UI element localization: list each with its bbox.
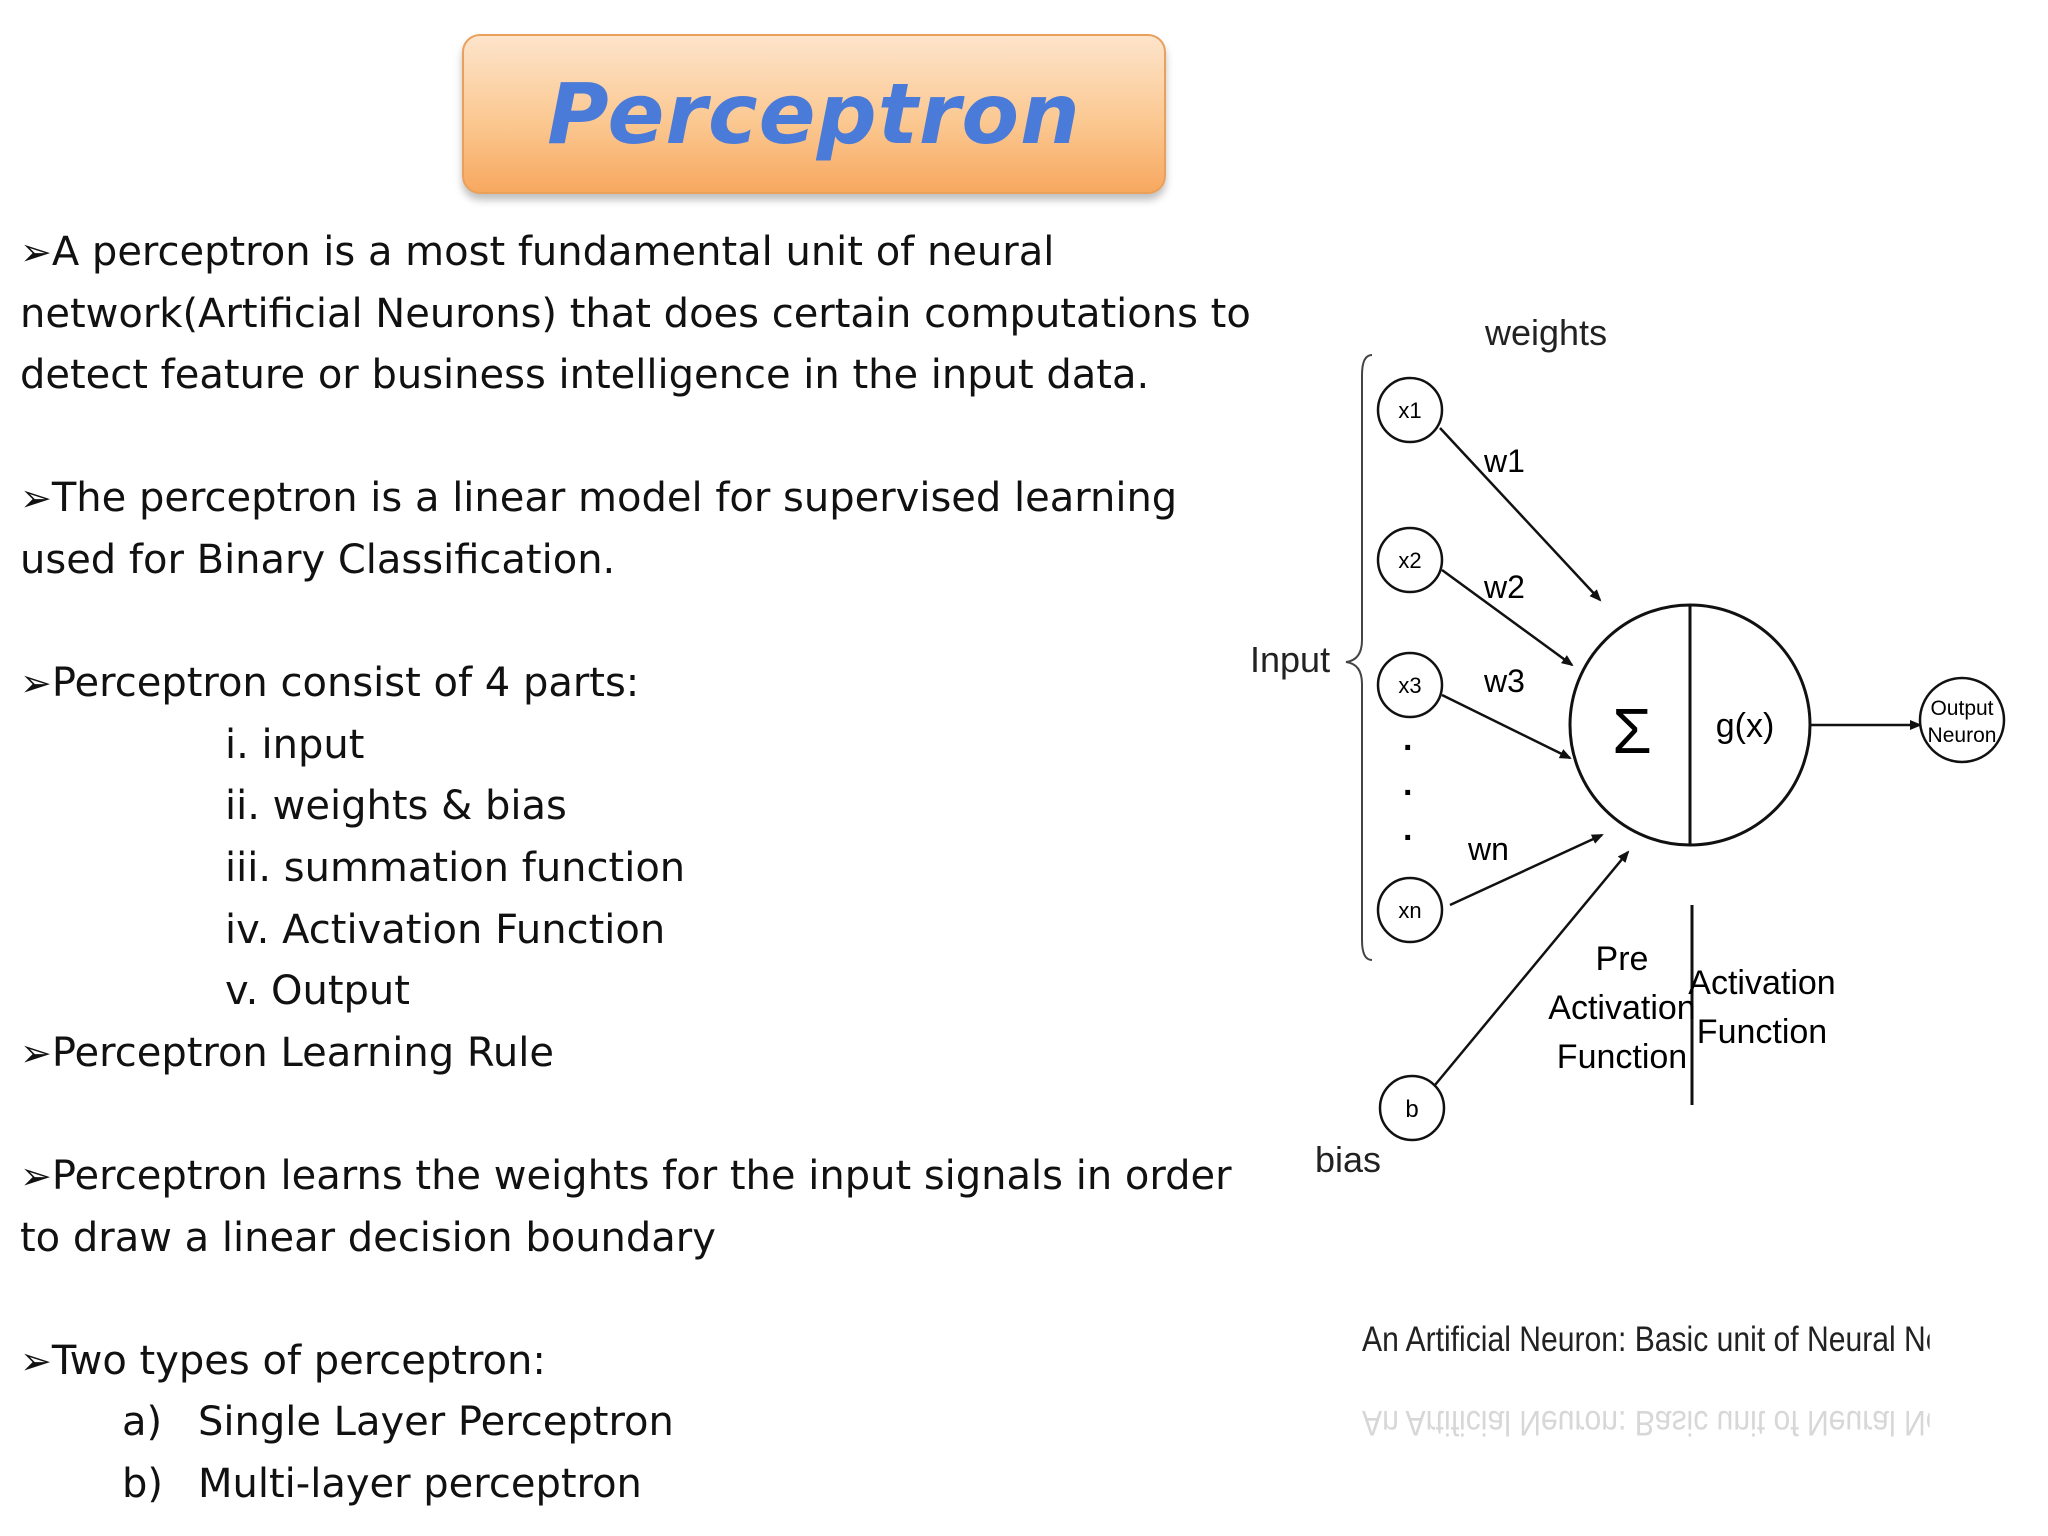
ellipsis-dot: .	[1403, 765, 1412, 803]
input-brace	[1345, 354, 1373, 961]
caption-reflection: An Artificial Neuron: Basic unit of Neur…	[1362, 1403, 1930, 1442]
bullet-3: ➢Perceptron consist of 4 parts:	[20, 660, 640, 707]
sigma-icon: Σ	[1612, 695, 1652, 767]
input-node: x1	[1376, 376, 1444, 444]
ellipsis-dot: .	[1403, 810, 1412, 848]
svg-text:Activation: Activation	[1548, 989, 1695, 1027]
input-node: x2	[1376, 526, 1444, 594]
input-label: Input	[1250, 639, 1330, 680]
weights-label: weights	[1484, 312, 1607, 353]
svg-text:Function: Function	[1697, 1013, 1827, 1051]
weight-arrow	[1441, 693, 1572, 760]
bullet-5: ➢Perceptron learns the weights for the i…	[20, 1152, 1232, 1261]
perceptron-diagram: weights Input bias x1 x2 x3 xn . . . b w…	[1250, 312, 2006, 1180]
arrow-bullet-icon: ➢	[20, 661, 52, 706]
part-item: ii. weights & bias	[225, 783, 567, 830]
diagram-caption: An Artificial Neuron: Basic unit of Neur…	[1362, 1320, 1930, 1359]
svg-text:Neuron: Neuron	[1928, 724, 1997, 747]
bullet-4: ➢Perceptron Learning Rule	[20, 1029, 554, 1076]
activation-label: Activation Function	[1688, 964, 1835, 1051]
weight-arrow	[1439, 427, 1602, 602]
svg-text:Activation: Activation	[1688, 964, 1835, 1002]
input-node: x3	[1376, 651, 1444, 719]
input-node: xn	[1376, 876, 1444, 944]
arrow-bullet-icon: ➢	[20, 476, 52, 521]
svg-text:xn: xn	[1398, 898, 1421, 923]
neuron-node: Σ g(x)	[1568, 603, 1812, 847]
type-item: b)Multi-layer perceptron	[122, 1460, 642, 1507]
arrow-bullet-icon: ➢	[20, 230, 52, 274]
part-item: v. Output	[225, 968, 410, 1015]
arrow-bullet-icon: ➢	[20, 1338, 52, 1383]
bias-node: b	[1378, 1074, 1446, 1142]
page-title: Perceptron	[547, 65, 1081, 163]
svg-text:Function: Function	[1557, 1038, 1687, 1076]
part-item: iii. summation function	[225, 844, 686, 891]
arrow-bullet-icon: ➢	[20, 1153, 52, 1198]
output-neuron: Output Neuron	[1918, 676, 2006, 764]
part-item: iv. Activation Function	[225, 906, 666, 953]
svg-text:Output: Output	[1930, 697, 1993, 720]
part-item: i. input	[225, 721, 365, 768]
svg-text:x2: x2	[1398, 548, 1421, 573]
bullet-2: ➢The perceptron is a linear model for su…	[20, 475, 1178, 583]
weight-label: wn	[1467, 831, 1509, 867]
svg-text:x1: x1	[1398, 398, 1421, 423]
weight-label: w1	[1483, 443, 1525, 479]
weight-arrow	[1449, 833, 1604, 907]
weight-label: w2	[1483, 569, 1525, 605]
bullet-1: ➢A perceptron is a most fundamental unit…	[20, 229, 1251, 399]
bias-label: bias	[1315, 1139, 1381, 1180]
ellipsis-dot: .	[1403, 720, 1412, 758]
bias-arrow	[1434, 850, 1630, 1086]
svg-text:x3: x3	[1398, 673, 1421, 698]
activation-function-symbol: g(x)	[1716, 707, 1775, 745]
pre-activation-label: Pre Activation Function	[1548, 940, 1695, 1076]
title-banner: Perceptron	[462, 34, 1166, 194]
svg-text:Pre: Pre	[1596, 940, 1649, 978]
bullet-6: ➢Two types of perceptron:	[20, 1337, 546, 1384]
type-item: a)Single Layer Perceptron	[122, 1399, 674, 1446]
bullet-content: ➢A perceptron is a most fundamental unit…	[20, 222, 1270, 1515]
svg-text:b: b	[1405, 1096, 1418, 1123]
weight-arrow	[1441, 568, 1574, 667]
arrow-bullet-icon: ➢	[20, 1030, 52, 1075]
weight-label: w3	[1483, 663, 1525, 699]
